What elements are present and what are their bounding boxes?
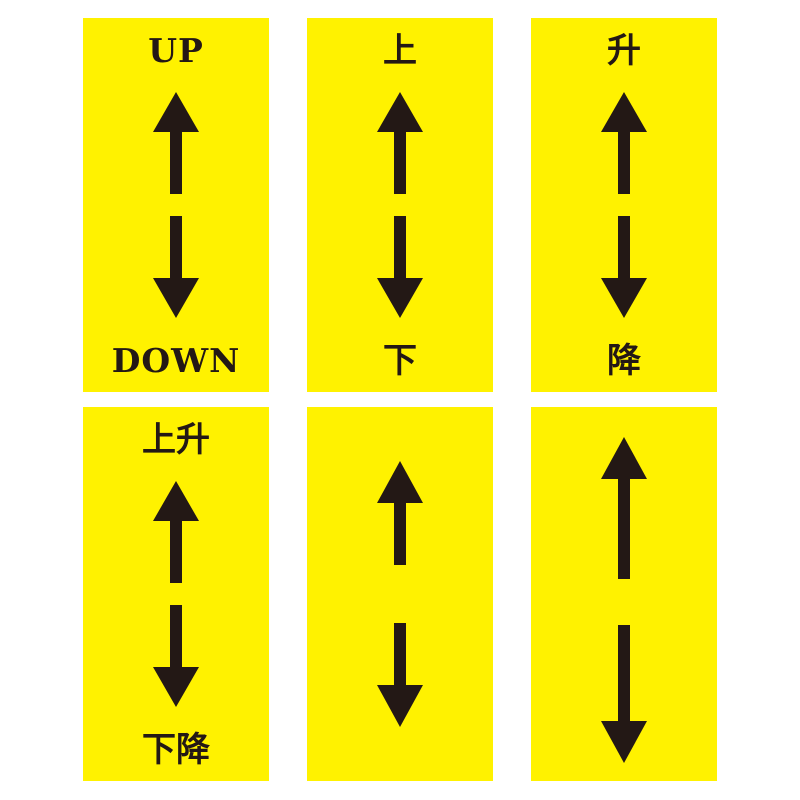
sign-panel-long-arrows-only bbox=[531, 407, 717, 781]
sign-panel-arrows-only bbox=[307, 407, 493, 781]
sign-label-down: 下降 bbox=[142, 730, 210, 770]
down-arrow-icon bbox=[601, 216, 647, 318]
sign-panel-up-down-zh-2: 升 降 bbox=[531, 18, 717, 392]
up-arrow-icon bbox=[377, 92, 423, 194]
up-arrow-icon bbox=[153, 481, 199, 583]
sign-label-down: DOWN bbox=[111, 341, 241, 380]
sign-panel-up-down-zh-1: 上 下 bbox=[307, 18, 493, 392]
down-arrow-icon bbox=[377, 216, 423, 318]
sign-label-up: UP bbox=[148, 31, 204, 70]
up-arrow-icon bbox=[601, 437, 647, 579]
up-arrow-icon bbox=[377, 461, 423, 565]
down-arrow-icon bbox=[153, 605, 199, 707]
down-arrow-icon bbox=[153, 216, 199, 318]
sign-panel-up-down-zh-3: 上升 下降 bbox=[83, 407, 269, 781]
sign-label-down: 下 bbox=[383, 341, 417, 381]
sign-label-down: 降 bbox=[607, 341, 641, 381]
sign-label-up: 升 bbox=[607, 31, 641, 71]
up-arrow-icon bbox=[153, 92, 199, 194]
sign-panel-up-down-en: UP DOWN bbox=[83, 18, 269, 392]
up-arrow-icon bbox=[601, 92, 647, 194]
sign-label-up: 上 bbox=[383, 31, 417, 71]
down-arrow-icon bbox=[601, 625, 647, 763]
sign-label-up: 上升 bbox=[142, 420, 210, 460]
down-arrow-icon bbox=[377, 623, 423, 727]
